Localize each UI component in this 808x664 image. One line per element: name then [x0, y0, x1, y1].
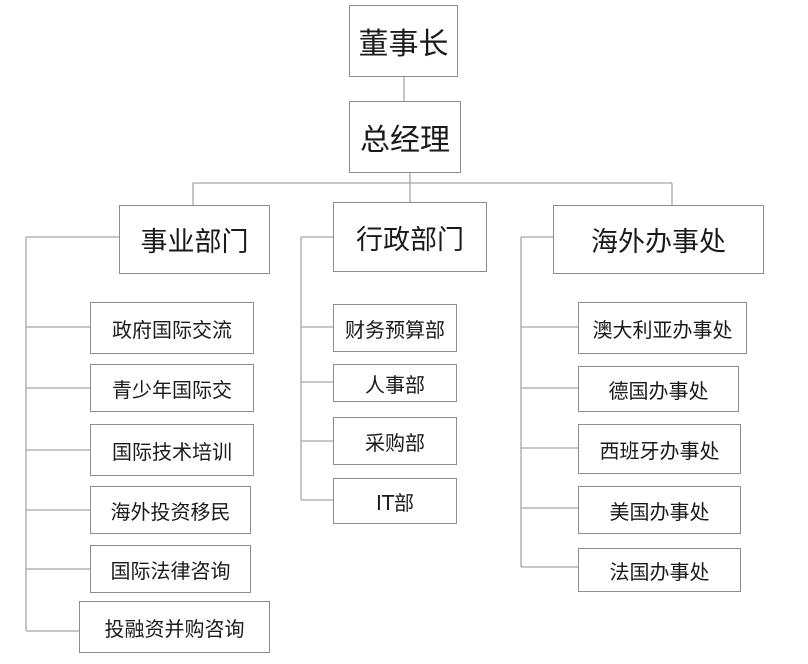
department-business-box: 事业部门 — [119, 205, 270, 274]
overseas-item-box: 德国办事处 — [578, 366, 739, 412]
overseas-item-box: 澳大利亚办事处 — [578, 302, 747, 354]
overseas-item-box: 法国办事处 — [578, 548, 741, 592]
department-overseas-box: 海外办事处 — [553, 205, 764, 274]
chairman-box: 董事长 — [349, 5, 458, 77]
business-item-box: 国际法律咨询 — [90, 545, 251, 593]
business-item-box: 青少年国际交 — [90, 364, 254, 412]
admin-item-box: IT部 — [333, 478, 457, 524]
business-item-box: 投融资并购咨询 — [79, 601, 270, 653]
ceo-box: 总经理 — [349, 101, 461, 173]
admin-item-box: 财务预算部 — [333, 304, 457, 352]
business-item-box: 政府国际交流 — [90, 302, 254, 354]
business-item-box: 海外投资移民 — [90, 486, 251, 534]
business-item-box: 国际技术培训 — [90, 424, 254, 476]
admin-item-box: 采购部 — [333, 417, 457, 465]
overseas-item-box: 西班牙办事处 — [578, 424, 741, 474]
department-admin-box: 行政部门 — [333, 202, 487, 272]
admin-item-box: 人事部 — [333, 364, 457, 402]
overseas-item-box: 美国办事处 — [578, 486, 741, 534]
